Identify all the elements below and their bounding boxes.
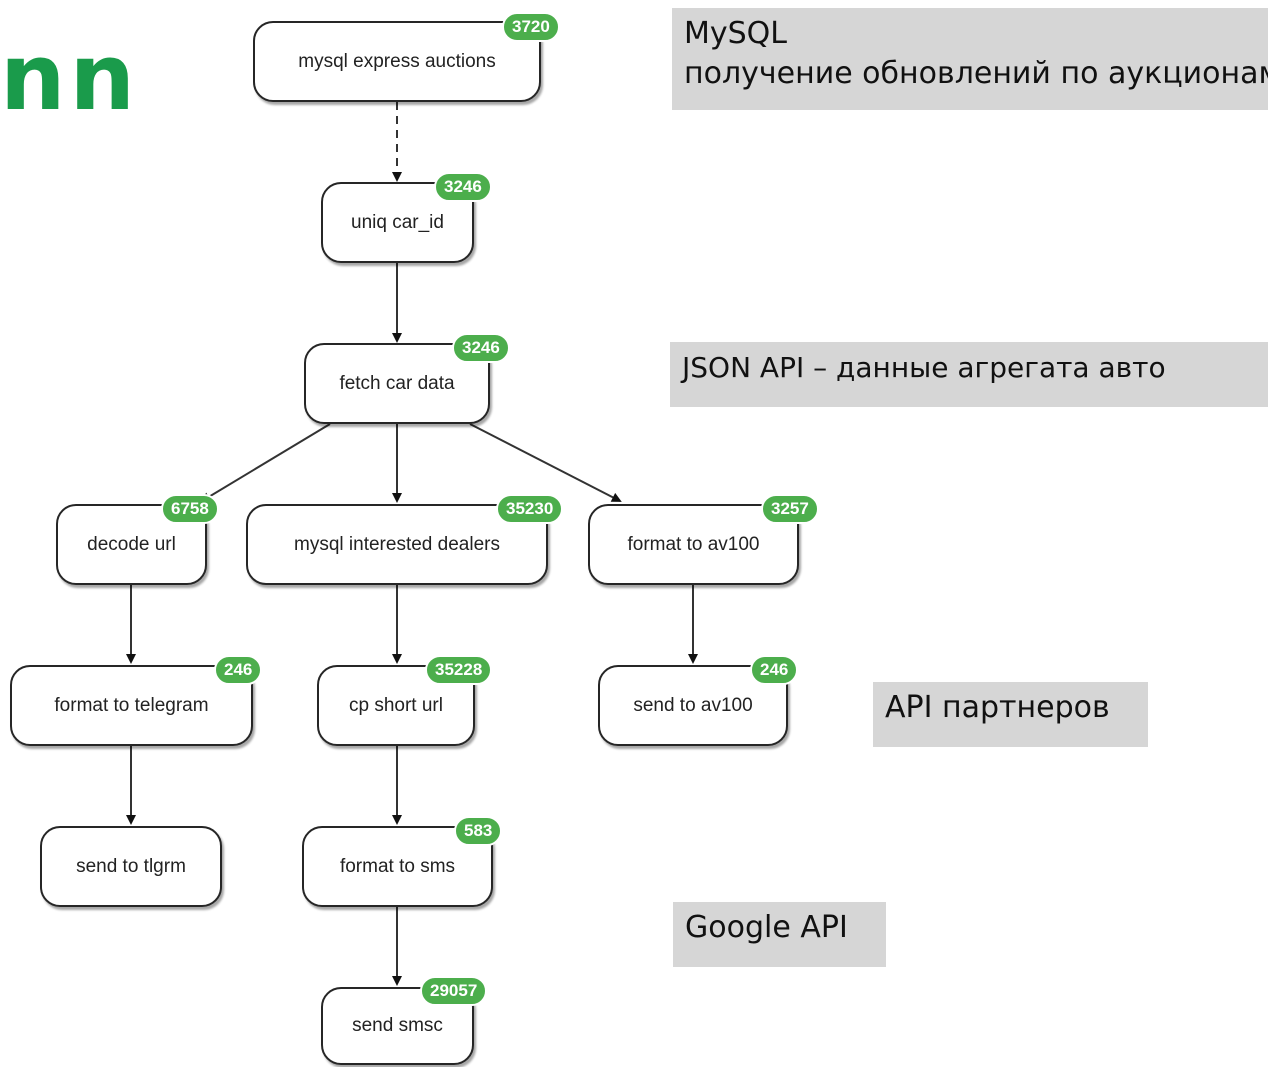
edge-fetch-to-decode (200, 423, 331, 503)
count-badge: 6758 (161, 494, 219, 524)
count-badge: 3720 (502, 12, 560, 42)
annotation-mysql: MySQL получение обновлений по аукционам (672, 8, 1268, 110)
count-badge: 583 (454, 816, 503, 846)
count-badge: 29057 (420, 976, 488, 1006)
annotation-partners-api: API партнеров (873, 682, 1148, 747)
annotation-google-api: Google API (673, 902, 886, 967)
count-badge: 246 (214, 655, 263, 685)
count-badge: 35228 (425, 655, 493, 685)
node-uniq-car-id[interactable]: uniq car_id (321, 182, 474, 263)
count-badge: 3246 (452, 333, 510, 363)
annotation-json-api: JSON API – данные агрегата авто (670, 342, 1268, 407)
annotation-mysql-subtitle: получение обновлений по аукционам (684, 56, 1268, 91)
node-send-to-tlgrm[interactable]: send to tlgrm (40, 826, 222, 907)
annotation-mysql-title: MySQL (684, 16, 788, 51)
count-badge: 3257 (761, 494, 819, 524)
node-format-to-telegram[interactable]: format to telegram (10, 665, 253, 746)
count-badge: 3246 (434, 172, 492, 202)
edge-fetch-to-av100 (469, 423, 622, 502)
node-mysql-express-auctions[interactable]: mysql express auctions (253, 21, 541, 102)
count-badge: 35230 (496, 494, 564, 524)
count-badge: 246 (750, 655, 799, 685)
company-logo: nn (0, 38, 139, 118)
